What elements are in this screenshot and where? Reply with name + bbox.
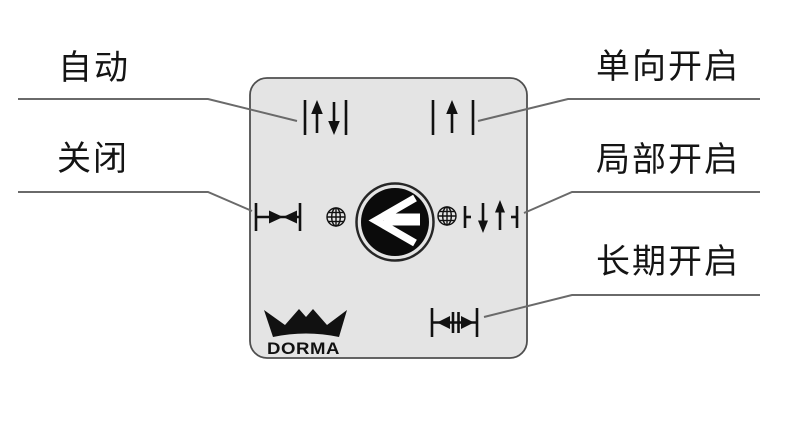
globe-icon xyxy=(326,207,346,227)
label-permanent-open: 长期开启 xyxy=(596,243,740,281)
closed-icon xyxy=(254,203,302,231)
permanent-open-icon xyxy=(430,308,479,337)
label-auto: 自动 xyxy=(58,49,130,87)
knob xyxy=(355,182,435,262)
knob-wedge-pointer-icon xyxy=(368,194,417,247)
label-closed: 关闭 xyxy=(57,141,129,178)
label-partial-open: 局部开启 xyxy=(596,141,740,179)
one-way-open-icon xyxy=(431,100,475,135)
globe-icon xyxy=(437,206,457,226)
knob-bar-pointer xyxy=(384,213,420,226)
dorma-crown-icon xyxy=(264,309,347,337)
leader-line-auto xyxy=(18,98,298,122)
leader-line-closed xyxy=(18,191,253,212)
auto-icon xyxy=(303,100,348,135)
label-one-way-open: 单向开启 xyxy=(596,48,740,86)
partial-open-icon xyxy=(463,200,519,233)
dorma-logo: DORMA xyxy=(264,309,347,358)
dorma-wordmark: DORMA xyxy=(267,339,340,358)
leader-line-permanent-open xyxy=(483,294,760,318)
leader-line-partial-open xyxy=(523,191,760,214)
leader-line-one-way-open xyxy=(477,98,760,122)
